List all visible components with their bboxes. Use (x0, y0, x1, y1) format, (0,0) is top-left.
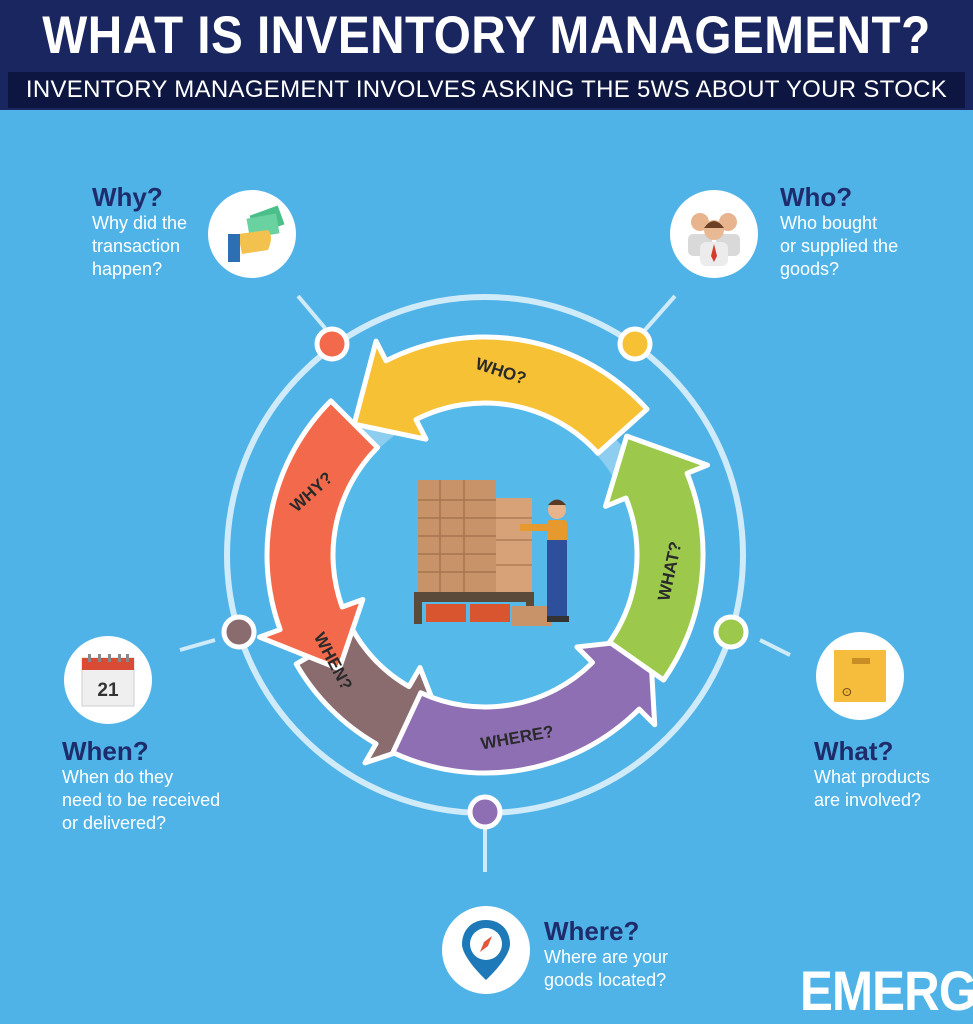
what-text: What products are involved? (814, 767, 931, 810)
svg-text:ⵙ: ⵙ (842, 687, 852, 699)
arrow-who (351, 334, 650, 456)
page-subtitle: INVENTORY MANAGEMENT INVOLVES ASKING THE… (25, 76, 948, 103)
connector-lines (179, 294, 791, 872)
where-text: Where are your goods located? (544, 947, 669, 990)
when-heading: When? (62, 736, 149, 766)
people-icon (688, 213, 740, 266)
why-text: Why did the transaction happen? (92, 213, 188, 279)
what-block: What? What products are involved? (814, 736, 930, 812)
arrow-where (390, 636, 658, 776)
where-block: Where? Where are your goods located? (544, 916, 668, 992)
header: WHAT IS INVENTORY MANAGEMENT? INVENTORY … (0, 0, 973, 110)
why-icon-circle (208, 190, 296, 278)
emerge-logo: EMERGE (800, 959, 973, 1022)
warehouse-worker-icon (414, 480, 569, 626)
why-block: Why? Why did the transaction happen? (92, 182, 187, 281)
who-text: Who bought or supplied the goods? (780, 213, 899, 279)
why-heading: Why? (92, 182, 163, 212)
where-icon-circle (442, 906, 530, 994)
subtitle-bar: INVENTORY MANAGEMENT INVOLVES ASKING THE… (8, 72, 965, 108)
calendar-icon: 21 (81, 654, 135, 707)
arrow-what (603, 433, 711, 683)
when-text: When do they need to be received or deli… (62, 767, 221, 833)
when-block: When? When do they need to be received o… (62, 736, 220, 835)
map-pin-compass-icon (462, 920, 510, 980)
who-icon-circle (670, 190, 758, 278)
box-icon: ⵙ (834, 650, 886, 702)
dot-where (467, 794, 503, 830)
dot-what (713, 614, 749, 650)
dot-who (617, 326, 653, 362)
who-heading: Who? (780, 182, 853, 212)
money-hand-icon (228, 205, 285, 262)
arrow-why (256, 398, 381, 672)
cycle-arrows: WHY?WHO?WHAT?WHERE?WHEN? (256, 334, 711, 776)
what-icon-circle: ⵙ (816, 632, 904, 720)
dot-when (221, 614, 257, 650)
who-block: Who? Who bought or supplied the goods? (780, 182, 898, 281)
when-icon-circle: 21 (64, 636, 152, 724)
connector-dots (221, 326, 749, 830)
page-title: WHAT IS INVENTORY MANAGEMENT? (42, 5, 931, 65)
calendar-day: 21 (97, 680, 119, 701)
what-heading: What? (814, 736, 894, 766)
where-heading: Where? (544, 916, 640, 946)
dot-why (314, 326, 350, 362)
